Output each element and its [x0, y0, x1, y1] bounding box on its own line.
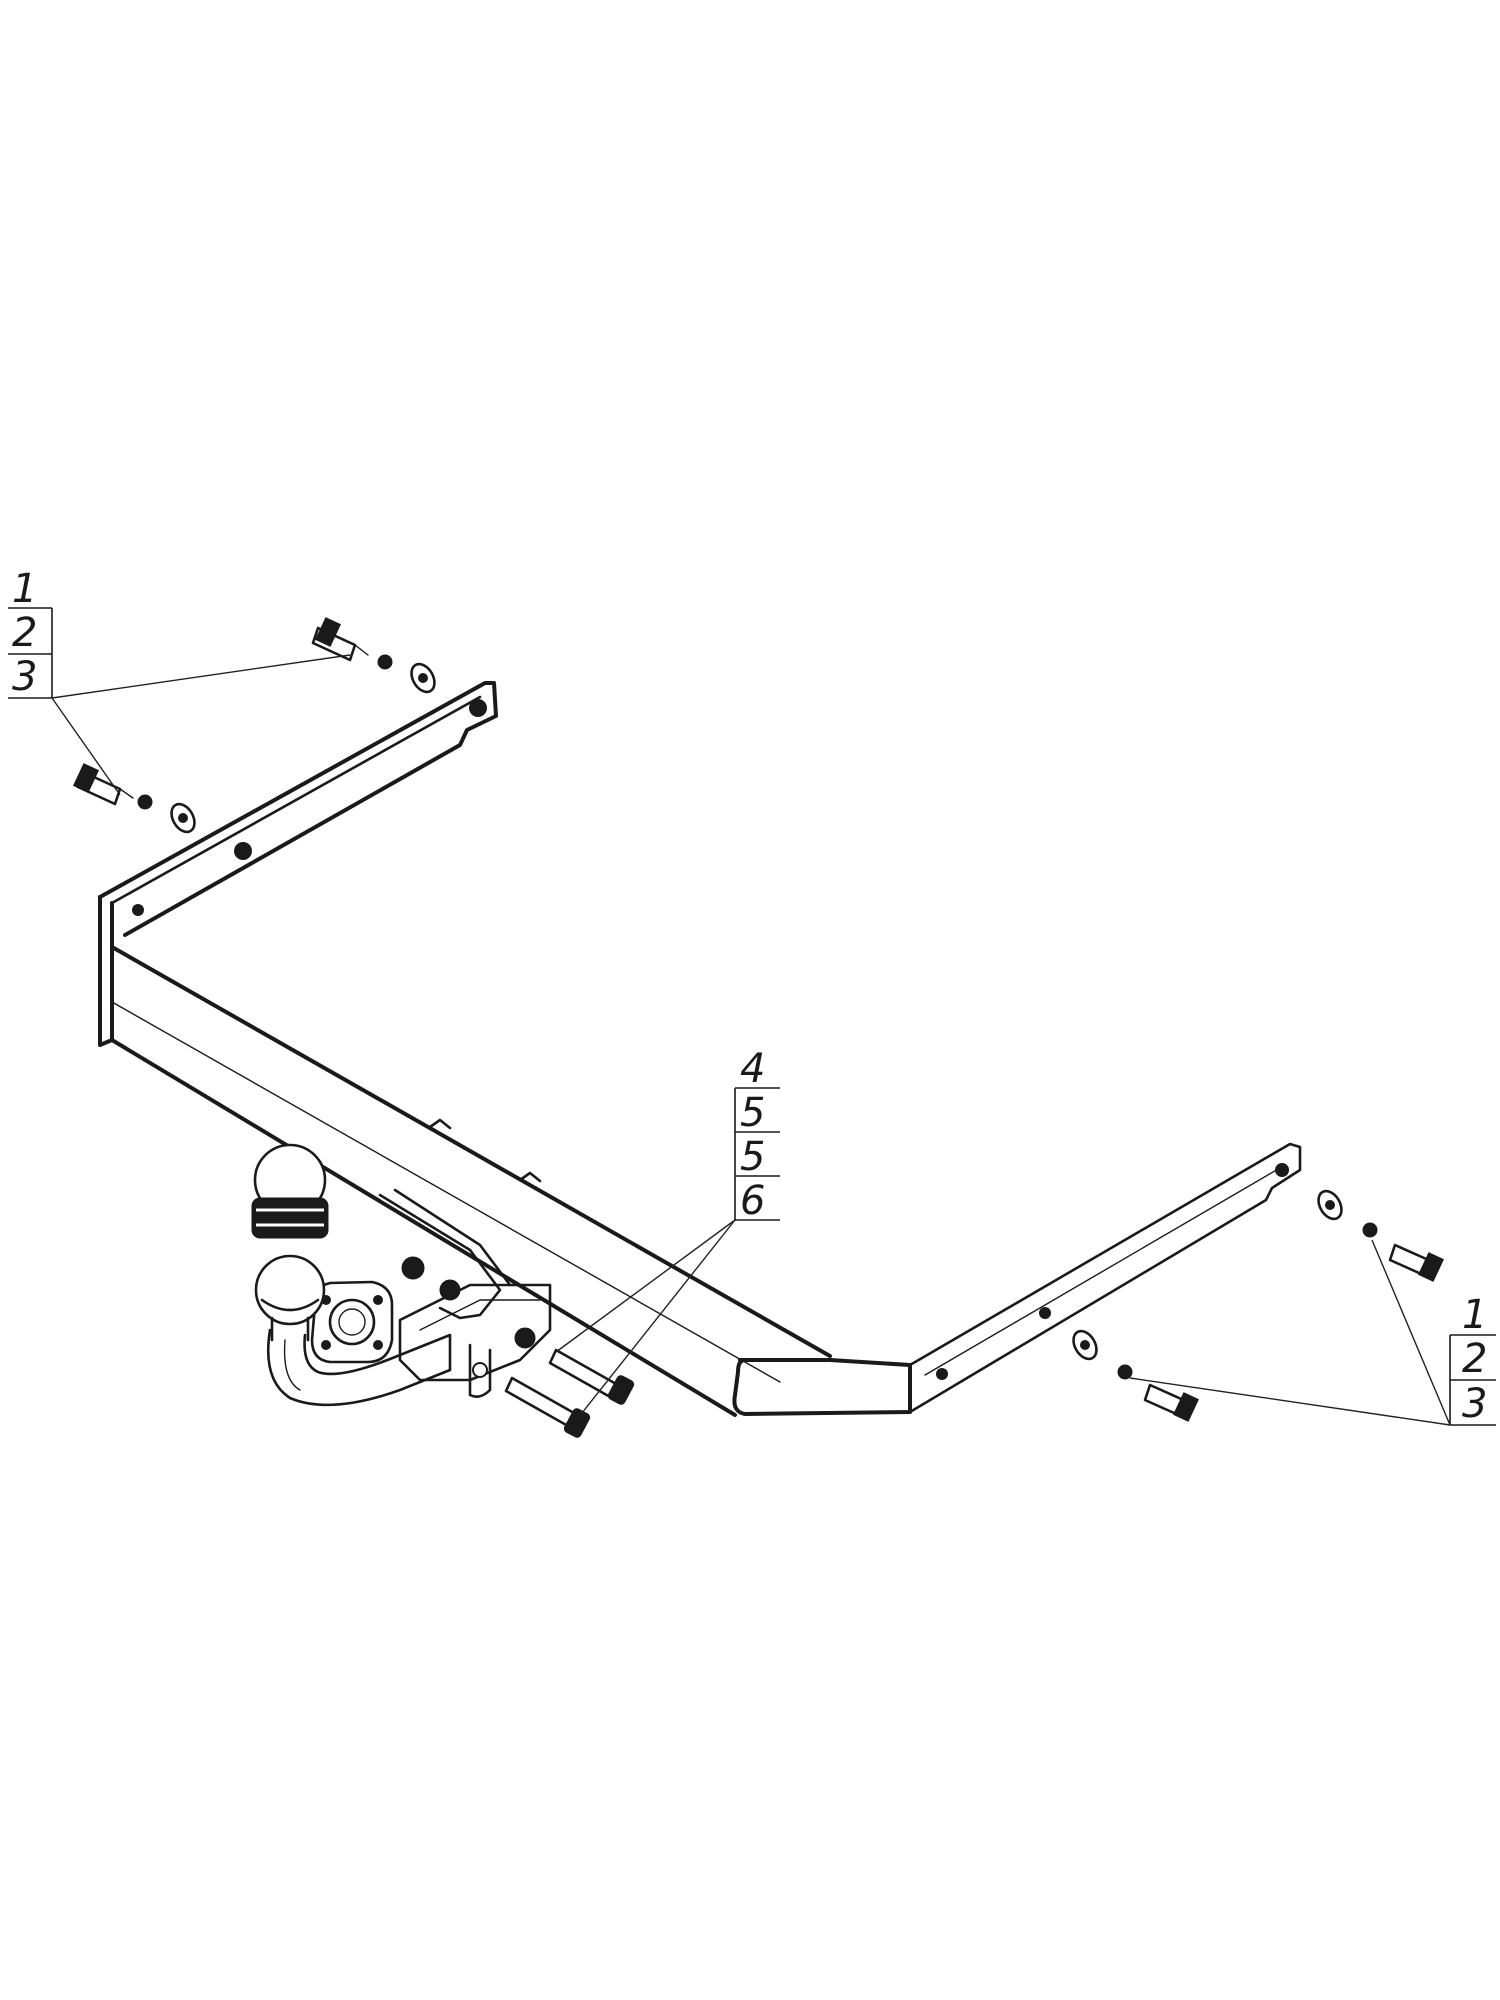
callout-top-left-1: 1 [12, 566, 37, 612]
callout-bottom-right-2: 2 [1462, 1336, 1487, 1382]
callout-top-left: 1 2 3 [8, 566, 351, 796]
ball-cover [251, 1143, 329, 1239]
callout-center-4: 4 [740, 1046, 765, 1092]
callout-center-5b: 5 [740, 1134, 765, 1180]
callout-center: 4 5 5 6 [555, 1046, 780, 1419]
callout-center-6: 6 [740, 1178, 765, 1224]
left-mounting-bracket [98, 681, 498, 1047]
tow-ball-arm [254, 1254, 452, 1407]
callout-bottom-right: 1 2 3 [1129, 1239, 1496, 1427]
callout-bottom-right-1: 1 [1462, 1292, 1487, 1338]
right-mounting-bracket [732, 1142, 1302, 1416]
callout-top-left-3: 3 [12, 654, 37, 700]
callout-center-5a: 5 [740, 1090, 765, 1136]
fasteners-center [504, 1348, 635, 1438]
hitch-mount-plates [378, 1188, 552, 1398]
callout-bottom-right-3: 3 [1462, 1381, 1487, 1427]
main-cross-beam [110, 945, 832, 1417]
fasteners-right [1072, 1189, 1444, 1422]
callout-top-left-2: 2 [12, 610, 37, 656]
fasteners-top-left [73, 617, 436, 834]
